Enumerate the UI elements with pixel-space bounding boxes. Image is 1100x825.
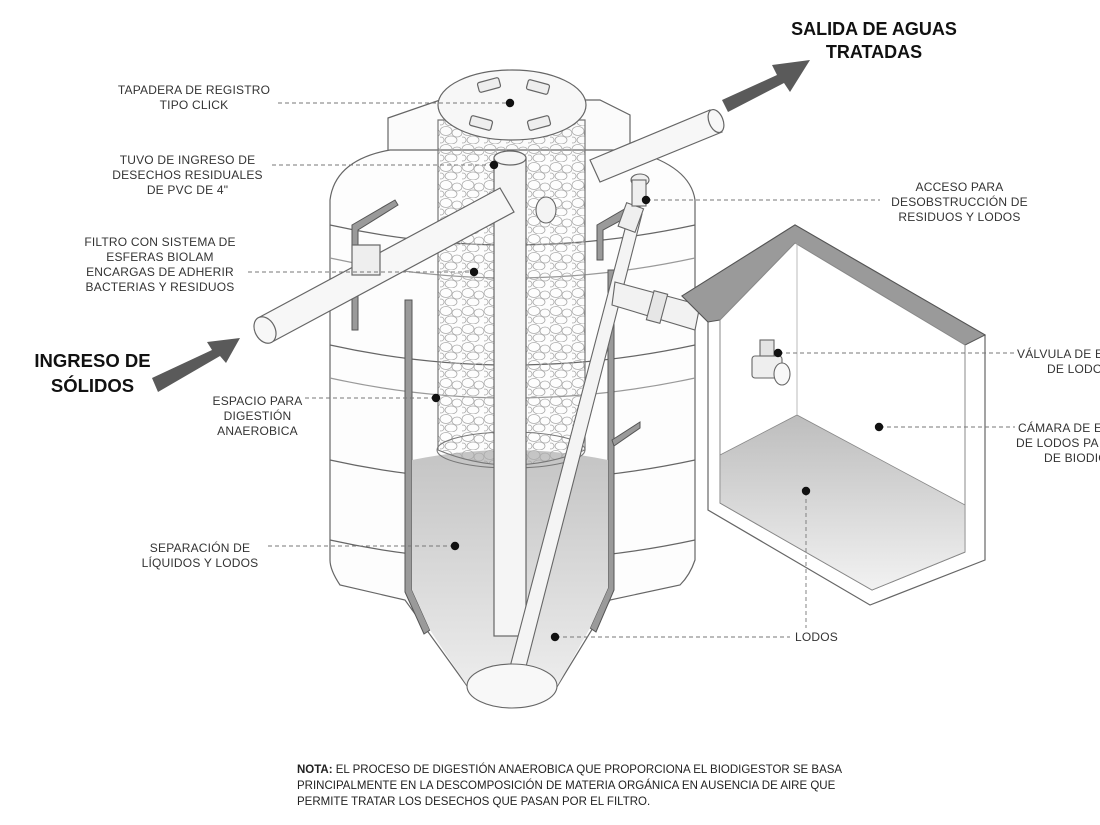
outlet-title-line1: SALIDA DE AGUAS [791, 19, 957, 39]
label-lid: TAPADERA DE REGISTRO TIPO CLICK [104, 83, 284, 113]
sludge-chamber [681, 224, 987, 606]
label-filter-line: FILTRO CON SISTEMA DE [84, 235, 236, 249]
label-digestion: ESPACIO PARA DIGESTIÓN ANAEROBICA [205, 394, 310, 439]
label-access-line: ACCESO PARA [915, 180, 1004, 194]
note-text: EL PROCESO DE DIGESTIÓN ANAEROBICA QUE P… [297, 764, 842, 808]
label-valve: VÁLVULA DE E DE LODO [1017, 347, 1100, 377]
label-digestion-line: DIGESTIÓN [223, 409, 292, 423]
label-access: ACCESO PARA DESOBSTRUCCIÓN DE RESIDUOS Y… [882, 180, 1037, 225]
outlet-title: SALIDA DE AGUAS TRATADAS [770, 18, 978, 64]
inlet-title-line2: SÓLIDOS [50, 375, 135, 396]
label-inlet-pipe-line: DESECHOS RESIDUALES [112, 168, 263, 182]
label-inlet-pipe-line: TUVO DE INGRESO DE [119, 153, 256, 167]
label-lid-line: TAPADERA DE REGISTRO [117, 83, 271, 97]
label-separation: SEPARACIÓN DE LÍQUIDOS Y LODOS [130, 541, 270, 571]
label-digestion-line: ESPACIO PARA [212, 394, 303, 408]
label-valve-line: DE LODO [1047, 362, 1100, 376]
label-chamber: CÁMARA DE E DE LODOS PA DE BIODIG [1016, 421, 1100, 466]
label-chamber-line: DE BIODIG [1044, 451, 1100, 465]
porthole [535, 196, 557, 224]
label-filter-line: ENCARGAS DE ADHERIR [86, 265, 234, 279]
label-filter: FILTRO CON SISTEMA DE ESFERAS BIOLAM ENC… [70, 235, 250, 295]
label-access-line: RESIDUOS Y LODOS [898, 210, 1021, 224]
leader-lines [248, 102, 1015, 638]
label-digestion-line: ANAEROBICA [217, 424, 298, 438]
inlet-horizontal-pipe [253, 187, 515, 344]
label-separation-line: LÍQUIDOS Y LODOS [141, 556, 259, 570]
label-valve-line: VÁLVULA DE E [1017, 347, 1100, 361]
note-bold: NOTA: [297, 764, 333, 776]
label-filter-line: ESFERAS BIOLAM [106, 250, 214, 264]
outlet-arrow [722, 60, 810, 112]
note-paragraph: NOTA: EL PROCESO DE DIGESTIÓN ANAEROBICA… [297, 762, 867, 810]
inlet-vertical-pipe [493, 150, 527, 637]
outlet-title-line2: TRATADAS [825, 42, 923, 62]
label-chamber-line: DE LODOS PA [1016, 436, 1099, 450]
label-inlet-pipe: TUVO DE INGRESO DE DESECHOS RESIDUALES D… [100, 153, 275, 198]
inlet-arrow [152, 338, 240, 392]
chamber-valve [751, 339, 791, 386]
label-separation-line: SEPARACIÓN DE [149, 541, 251, 555]
chamber-connector-pipe [611, 281, 701, 331]
label-sludge: LODOS [795, 630, 839, 644]
bottom-outlet [466, 663, 558, 709]
label-chamber-line: CÁMARA DE E [1018, 421, 1100, 435]
inlet-title: INGRESO DE SÓLIDOS [20, 348, 165, 398]
label-inlet-pipe-line: DE PVC DE 4" [146, 183, 229, 197]
label-filter-line: BACTERIAS Y RESIDUOS [85, 280, 235, 294]
callout-dots [431, 98, 884, 642]
outlet-pipe [589, 108, 725, 183]
label-access-line: DESOBSTRUCCIÓN DE [891, 195, 1028, 209]
label-lid-line: TIPO CLICK [159, 98, 229, 112]
inlet-title-line1: INGRESO DE [34, 350, 151, 371]
